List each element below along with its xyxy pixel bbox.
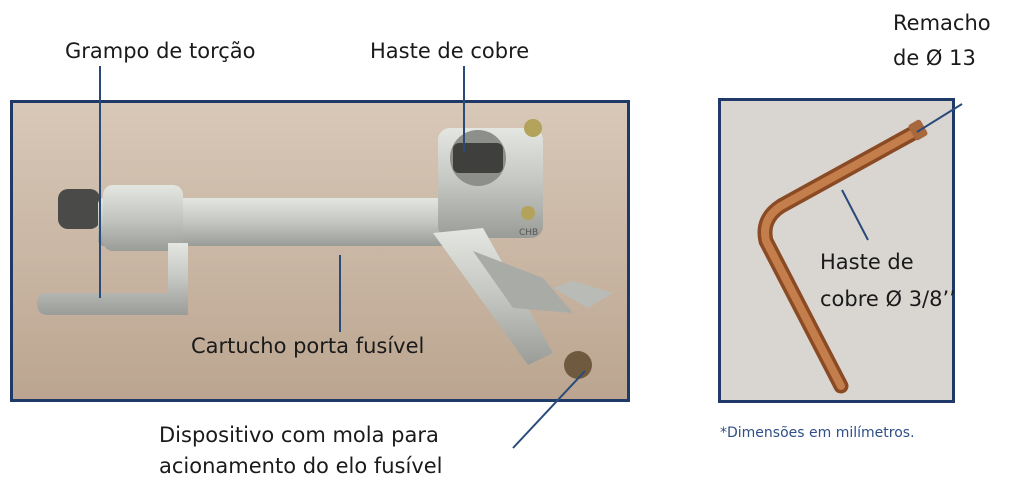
label-haste-cobre-dim-line2: cobre Ø 3/8’’ (820, 287, 956, 311)
fuse-holder-photo: CHB (10, 100, 630, 402)
label-haste-cobre-dim-line1: Haste de (820, 250, 914, 274)
label-remacho-line1: Remacho (893, 11, 991, 35)
footnote-dimensions: *Dimensões em milímetros. (720, 425, 915, 441)
label-haste-de-cobre: Haste de cobre (370, 39, 530, 63)
label-dispositivo-line1: Dispositivo com mola para (159, 423, 439, 447)
fuse-holder-illustration: CHB (13, 103, 627, 399)
label-grampo-de-torcao: Grampo de torção (65, 39, 256, 63)
label-dispositivo-line2: acionamento do elo fusível (159, 454, 443, 478)
label-remacho-line2: de Ø 13 (893, 46, 976, 70)
copper-rod-illustration (721, 101, 952, 400)
copper-rod-photo (718, 98, 955, 403)
label-cartucho-porta-fusivel: Cartucho porta fusível (191, 334, 425, 358)
svg-text:CHB: CHB (519, 228, 538, 238)
